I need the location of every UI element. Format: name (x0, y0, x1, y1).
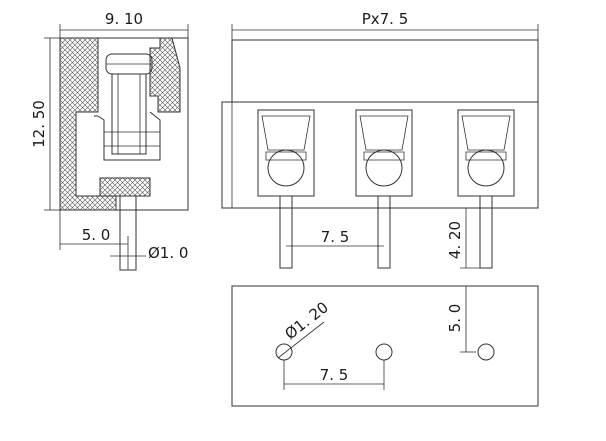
side-housing-left (59, 37, 117, 211)
side-offset-label: 5. 0 (82, 226, 111, 244)
side-housing-bottom (99, 177, 151, 197)
side-pin-diameter-label: Ø1. 0 (148, 244, 188, 262)
front-pin-2 (377, 195, 391, 269)
footprint-spacing-label: 7. 5 (320, 366, 349, 384)
footprint-row-offset-label: 5. 0 (446, 304, 464, 333)
front-view: Px7. 5 7. 5 (221, 10, 539, 269)
front-pin-3 (479, 195, 493, 269)
side-screw-body (111, 73, 147, 155)
side-housing-top-right (149, 37, 181, 113)
side-height-label: 12. 50 (30, 100, 48, 148)
front-pin-length-label: 4. 20 (446, 221, 464, 259)
footprint-hole-diameter-label: Ø1. 20 (281, 298, 331, 343)
front-spacing-label: 7. 5 (321, 228, 350, 246)
front-pitch-label: Px7. 5 (362, 10, 409, 28)
side-width-label: 9. 10 (105, 10, 143, 28)
front-pin-1 (279, 195, 293, 269)
front-terminal-1 (257, 109, 315, 269)
front-terminal-3 (457, 109, 515, 269)
footprint-hole-3 (477, 343, 495, 361)
footprint-outline (231, 285, 539, 407)
footprint-hole-2 (375, 343, 393, 361)
front-terminal-2 (355, 109, 413, 269)
side-clamp (94, 111, 161, 161)
side-view: 9. 10 12. 50 5. 0 Ø1. 0 (30, 10, 189, 271)
front-body-upper (231, 39, 539, 103)
footprint-view: Ø1. 20 7. 5 5. 0 (231, 285, 539, 407)
front-body-lower (221, 101, 539, 209)
